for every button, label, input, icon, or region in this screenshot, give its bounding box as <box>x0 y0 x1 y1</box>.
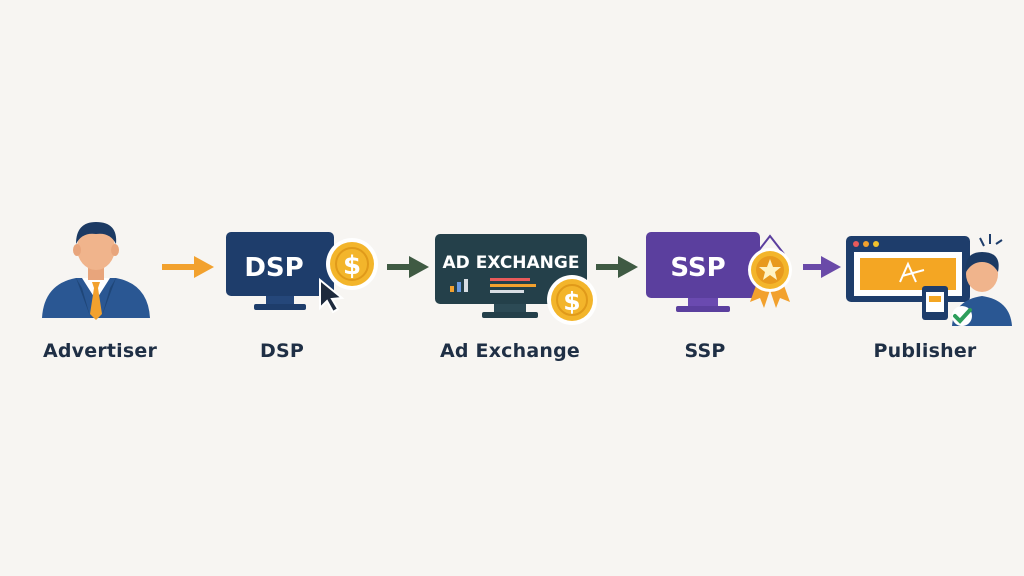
svg-text:$: $ <box>563 287 580 316</box>
flow-arrow <box>596 256 638 278</box>
monitor-with-award-badge-icon: SSP <box>646 232 792 312</box>
svg-text:$: $ <box>343 251 361 281</box>
dsp-screen-text: DSP <box>244 253 303 283</box>
ad-exchange-screen-text: AD EXCHANGE <box>443 253 580 273</box>
flow-arrow <box>387 256 429 278</box>
ssp-screen-text: SSP <box>670 253 725 283</box>
dsp-label: DSP <box>260 340 304 362</box>
ssp-label: SSP <box>684 340 726 362</box>
browser-window-with-person-icon <box>846 234 1012 326</box>
businessman-icon <box>42 222 150 320</box>
advertiser-label: Advertiser <box>42 340 158 362</box>
publisher-label: Publisher <box>873 340 977 362</box>
monitor-with-coin-and-cursor-icon: DSP $ <box>226 232 378 314</box>
ad-exchange-label: Ad Exchange <box>440 340 580 362</box>
monitor-with-coin-icon: AD EXCHANGE $ <box>435 234 597 325</box>
flow-arrow <box>162 256 214 278</box>
flow-arrow <box>803 256 841 278</box>
